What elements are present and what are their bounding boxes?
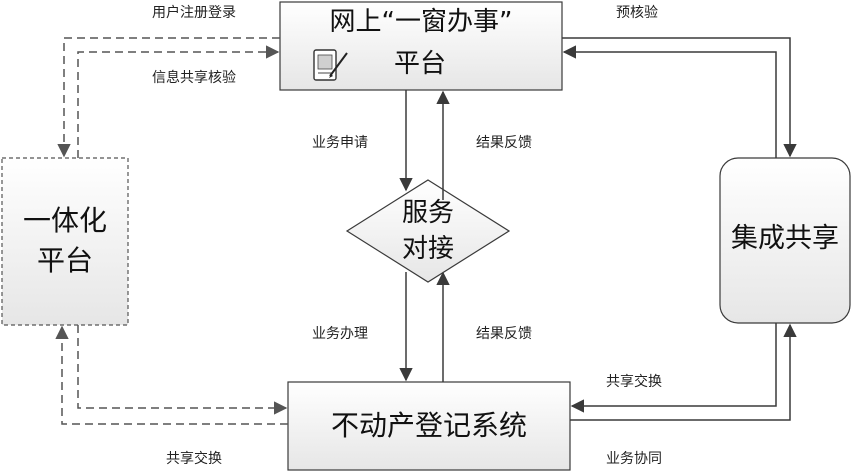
registry-node: [287, 381, 571, 471]
share-title: 集成共享: [731, 223, 839, 254]
portal-title-line1: 网上“一窗办事”: [329, 7, 513, 37]
docking-title-line1: 服务: [401, 198, 454, 228]
share-node: [719, 157, 851, 324]
label-info-verify: 信息共享核验: [152, 70, 236, 86]
label-share-exchange-left: 共享交换: [166, 451, 222, 467]
label-business-handle: 业务办理: [312, 326, 368, 342]
edge-pre-check: [562, 37, 797, 158]
edge-share-to-portal: [562, 45, 777, 158]
integration-title-line2: 平台: [36, 244, 93, 277]
label-business-coop: 业务协同: [606, 451, 662, 467]
edge-user-register: [57, 37, 280, 158]
edge-business-coop: [570, 323, 797, 421]
label-feedback-top: 结果反馈: [476, 135, 532, 151]
portal-title-line2: 平台: [393, 49, 446, 79]
edge-info-verify: [77, 45, 280, 158]
label-feedback-bottom: 结果反馈: [476, 326, 532, 342]
docking-node: [345, 179, 511, 283]
edge-share-exchange-left-down: [77, 325, 288, 415]
label-share-exchange-right: 共享交换: [606, 374, 662, 390]
label-user-register: 用户注册登录: [152, 5, 236, 21]
edge-share-exchange-right: [570, 323, 777, 413]
label-business-apply: 业务申请: [312, 135, 368, 151]
registry-title: 不动产登记系统: [330, 409, 527, 442]
integration-title-line1: 一体化: [22, 204, 107, 237]
notepad-pen-icon: [313, 49, 348, 81]
integration-node: [1, 157, 129, 326]
edge-share-exchange-left-up: [55, 325, 288, 425]
label-pre-check: 预核验: [616, 5, 658, 21]
docking-title-line2: 对接: [401, 234, 454, 264]
